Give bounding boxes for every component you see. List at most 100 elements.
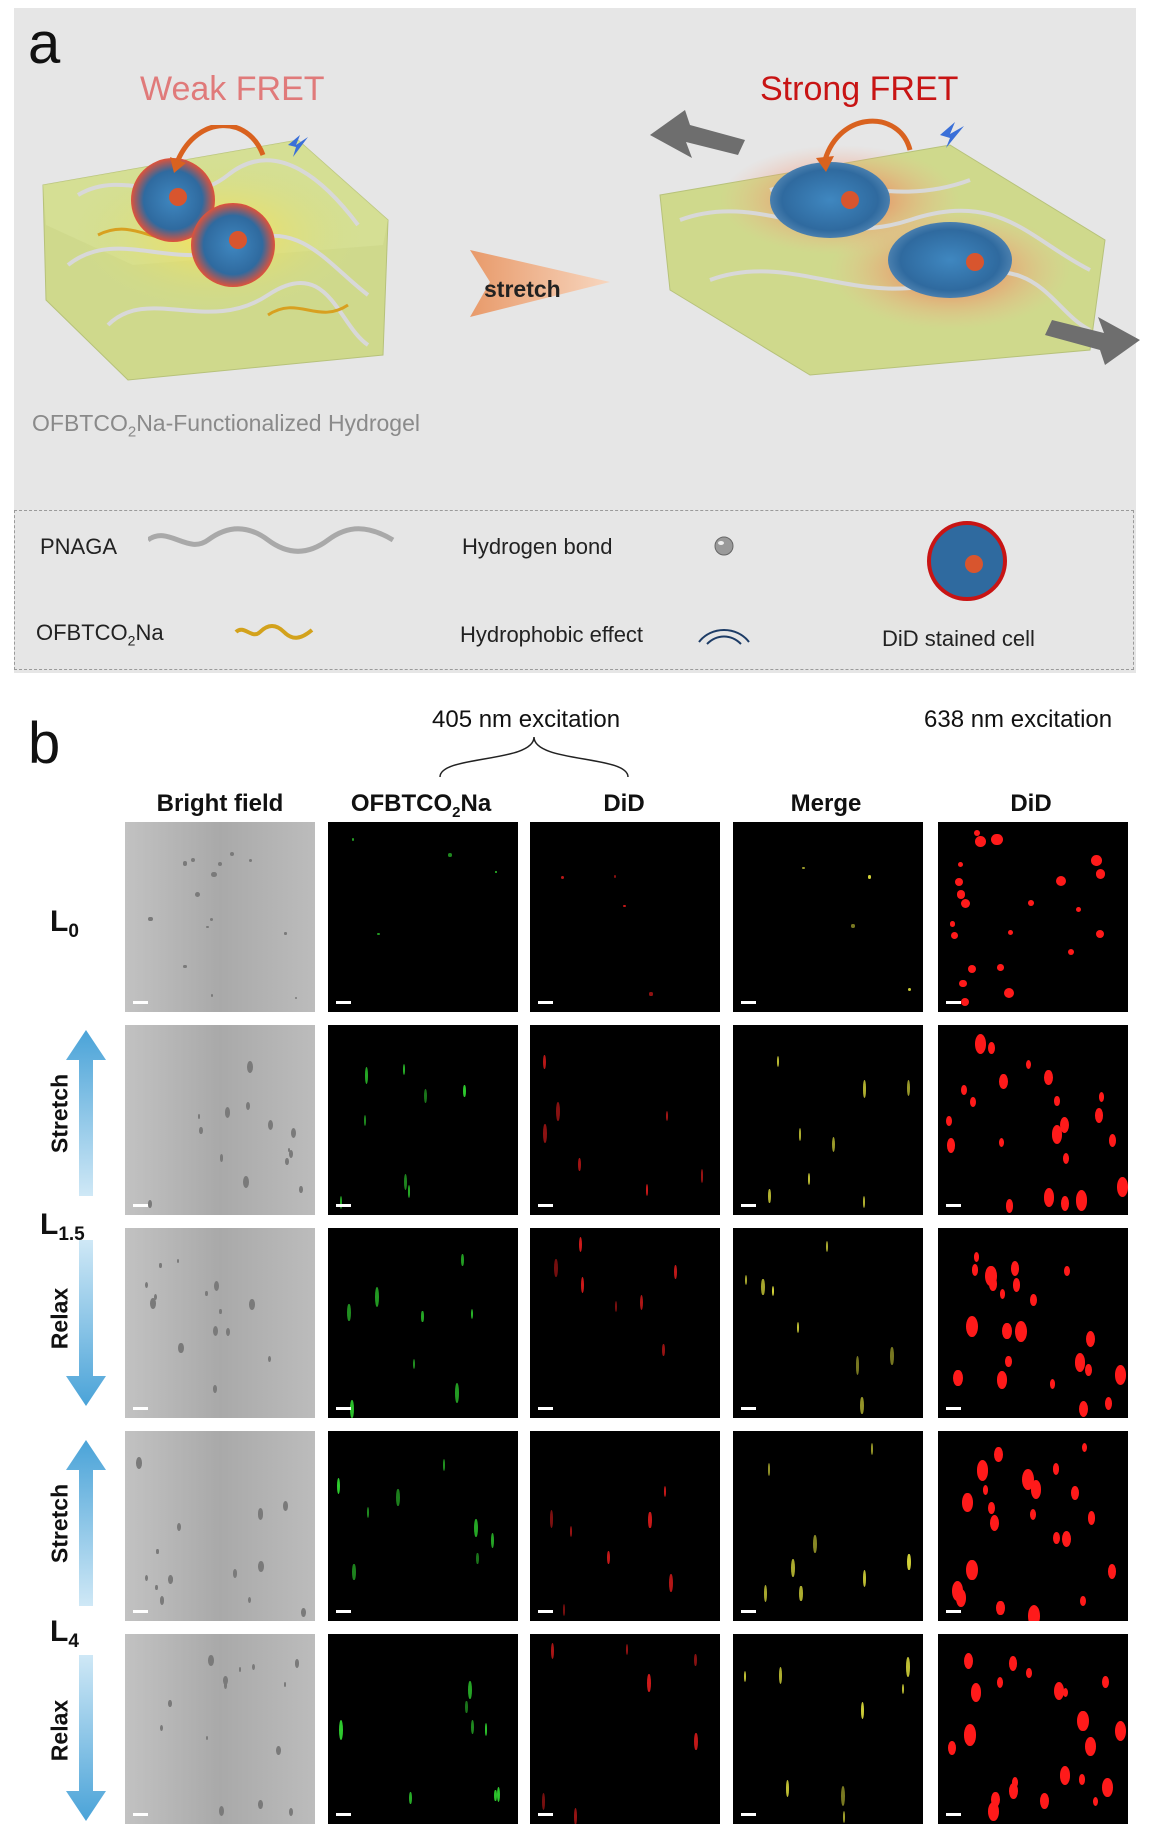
bright-field-speck xyxy=(245,1101,251,1110)
fluorescent-cell xyxy=(1030,1293,1037,1307)
fluorescent-cell xyxy=(907,1554,911,1571)
did-stained-cell-icon xyxy=(927,521,1007,601)
fluorescent-cell xyxy=(1051,1124,1063,1145)
fluorescent-cell xyxy=(471,1308,474,1320)
fluorescent-cell xyxy=(1004,988,1015,999)
bright-field-speck xyxy=(276,1746,281,1756)
hydrogen-bond-icon xyxy=(714,536,734,556)
scale-bar xyxy=(538,1001,553,1004)
fluorescent-cell xyxy=(625,1643,628,1656)
legend-ofbt-label: OFBTCO2Na xyxy=(36,620,164,648)
fluorescent-cell xyxy=(1005,1355,1012,1368)
fluorescent-cell xyxy=(796,1321,800,1334)
scale-bar xyxy=(336,1407,351,1410)
fluorescent-cell xyxy=(607,1550,611,1565)
scale-bar xyxy=(538,1813,553,1816)
fluorescent-cell xyxy=(967,964,976,974)
ofbt-chain-icon xyxy=(234,624,314,640)
micrograph-merge-row-3 xyxy=(733,1228,923,1418)
fluorescent-cell xyxy=(1008,1783,1018,1799)
vlabel-relax-2: Relax xyxy=(46,1699,73,1762)
scale-bar xyxy=(741,1204,756,1207)
bright-field-speck xyxy=(217,861,223,867)
fluorescent-cell xyxy=(396,1488,400,1507)
scale-bar xyxy=(336,1610,351,1613)
fluorescent-cell xyxy=(1079,1774,1085,1785)
bright-field-speck xyxy=(177,1523,182,1532)
bright-field-speck xyxy=(230,851,235,856)
bright-field-speck xyxy=(156,1549,159,1554)
fluorescent-cell xyxy=(907,987,912,992)
fluorescent-cell xyxy=(768,1189,772,1203)
fluorescent-cell xyxy=(376,932,380,936)
fluorescent-cell xyxy=(996,1676,1003,1688)
fluorescent-cell xyxy=(442,1459,446,1472)
fluorescent-cell xyxy=(496,1786,500,1803)
fluorescent-cell xyxy=(423,1089,427,1104)
scale-bar xyxy=(133,1610,148,1613)
fluorescent-cell xyxy=(409,1791,412,1804)
bright-field-speck xyxy=(159,1595,165,1605)
column-ofbt-suffix: Na xyxy=(460,790,492,817)
legend-hydrogen-bond-label: Hydrogen bond xyxy=(462,534,613,559)
fluorescent-cell xyxy=(798,1127,802,1141)
fluorescent-cell xyxy=(855,1355,860,1375)
fluorescent-cell xyxy=(970,1683,981,1702)
micrograph-bright-field-row-4 xyxy=(125,1431,315,1621)
fluorescent-cell xyxy=(777,1055,780,1067)
fluorescent-cell xyxy=(961,998,970,1007)
relax-down-arrow-2 xyxy=(66,1655,106,1821)
micrograph-did-638-row-4 xyxy=(938,1431,1128,1621)
fluorescent-cell xyxy=(448,853,452,857)
fluorescent-cell xyxy=(778,1666,782,1685)
fluorescent-cell xyxy=(1040,1793,1050,1809)
bright-field-speck xyxy=(148,916,153,922)
bright-field-speck xyxy=(225,1327,230,1336)
fluorescent-cell xyxy=(570,1525,573,1538)
column-ofbt: OFBTCO2Na xyxy=(326,790,516,821)
scale-bar xyxy=(741,1610,756,1613)
bright-field-speck xyxy=(205,1736,208,1741)
fluorescent-cell xyxy=(841,1786,845,1806)
bright-field-speck xyxy=(168,1575,173,1585)
fluorescent-cell xyxy=(989,1514,1000,1532)
bright-field-speck xyxy=(284,932,287,935)
fluorescent-cell xyxy=(949,921,956,927)
fluorescent-cell xyxy=(366,1506,370,1518)
fluorescent-cell xyxy=(988,1502,995,1515)
fluorescent-cell xyxy=(860,1701,865,1720)
fluorescent-cell xyxy=(905,1657,910,1677)
fluorescent-cell xyxy=(954,877,964,886)
fluorescent-cell xyxy=(614,1300,618,1312)
fluorescent-cell xyxy=(767,1462,771,1476)
fluorescent-cell xyxy=(947,1741,956,1756)
fluorescent-cell xyxy=(982,1485,988,1495)
fluorescent-cell xyxy=(763,1584,768,1602)
fluorescent-cell xyxy=(862,1196,866,1208)
panel-a-letter: a xyxy=(28,11,61,76)
fluorescent-cell xyxy=(743,1671,746,1683)
fluorescent-cell xyxy=(577,1157,581,1171)
fluorescent-cell xyxy=(473,1519,478,1538)
scale-bar xyxy=(741,1001,756,1004)
fluorescent-cell xyxy=(826,1240,829,1252)
micrograph-bright-field-row-3 xyxy=(125,1228,315,1418)
micrograph-did-405-row-1 xyxy=(530,822,720,1012)
fluorescent-cell xyxy=(1095,869,1106,879)
bright-field-speck xyxy=(160,1725,164,1732)
bright-field-speck xyxy=(287,1147,291,1153)
fluorescent-cell xyxy=(669,1574,673,1593)
fluorescent-cell xyxy=(404,1174,408,1191)
bright-field-speck xyxy=(144,1574,148,1581)
bright-field-speck xyxy=(249,858,253,862)
bright-field-speck xyxy=(150,1297,156,1310)
fluorescent-cell xyxy=(959,979,967,988)
fluorescent-cell xyxy=(573,1808,578,1824)
fluorescent-cell xyxy=(996,1371,1007,1389)
bright-field-speck xyxy=(294,996,297,1000)
hydrogel-caption: OFBTCO2Na-Functionalized Hydrogel xyxy=(32,410,420,441)
bright-field-speck xyxy=(208,1655,214,1667)
fluorescent-cell xyxy=(842,1810,846,1824)
fluorescent-cell xyxy=(974,830,981,837)
fluorescent-cell xyxy=(1098,1091,1105,1102)
